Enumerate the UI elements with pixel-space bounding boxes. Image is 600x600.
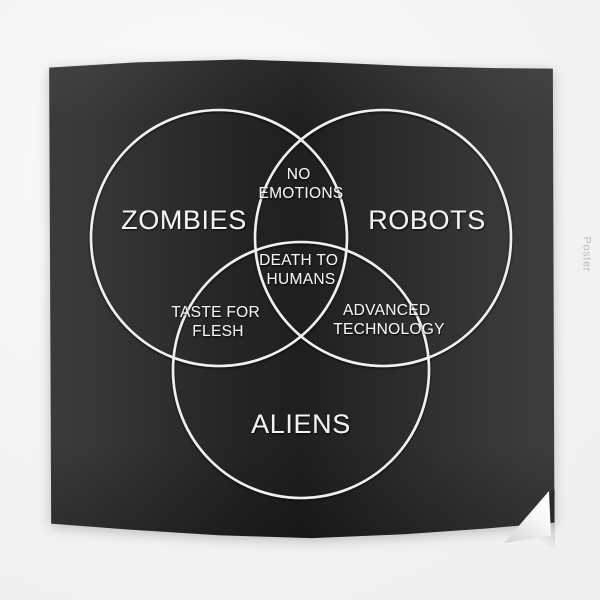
- venn-intersection-robots-aliens: ADVANCED TECHNOLOGY: [333, 302, 445, 338]
- intersection-line-2: HUMANS: [267, 271, 336, 288]
- venn-set-label-robots: ROBOTS: [368, 205, 486, 235]
- intersection-line-2: FLESH: [192, 323, 243, 340]
- venn-circle-group: [89, 108, 513, 500]
- venn-intersection-zombies-robots: NO EMOTIONS: [258, 166, 343, 202]
- intersection-line-1: TASTE FOR: [171, 304, 260, 321]
- venn-intersection-zombies-aliens: TASTE FOR FLESH: [171, 304, 264, 340]
- venn-intersection-center: DEATH TO HUMANS: [259, 252, 343, 288]
- intersection-line-2: TECHNOLOGY: [333, 321, 445, 338]
- intersection-line-2: EMOTIONS: [258, 185, 343, 202]
- poster-product-image[interactable]: ZOMBIES ROBOTS ALIENS NO EMOTIONS DEATH …: [44, 58, 558, 542]
- intersection-line-1: ADVANCED: [343, 302, 430, 319]
- venn-set-label-zombies: ZOMBIES: [121, 205, 247, 235]
- product-type-watermark: Poster: [580, 236, 592, 272]
- venn-circle-zombies: [89, 108, 349, 368]
- venn-set-label-aliens: ALIENS: [251, 409, 351, 439]
- venn-text-group: ZOMBIES ROBOTS ALIENS NO EMOTIONS DEATH …: [121, 166, 486, 439]
- intersection-line-1: DEATH TO: [259, 252, 338, 269]
- venn-circle-robots: [253, 108, 513, 368]
- page-curl-corner: [497, 489, 555, 547]
- venn-circle-aliens: [171, 240, 431, 500]
- intersection-line-1: NO: [287, 166, 311, 183]
- poster-surface: ZOMBIES ROBOTS ALIENS NO EMOTIONS DEATH …: [49, 59, 555, 539]
- venn-diagram: ZOMBIES ROBOTS ALIENS NO EMOTIONS DEATH …: [89, 108, 513, 500]
- page-curl-paper: [504, 491, 551, 543]
